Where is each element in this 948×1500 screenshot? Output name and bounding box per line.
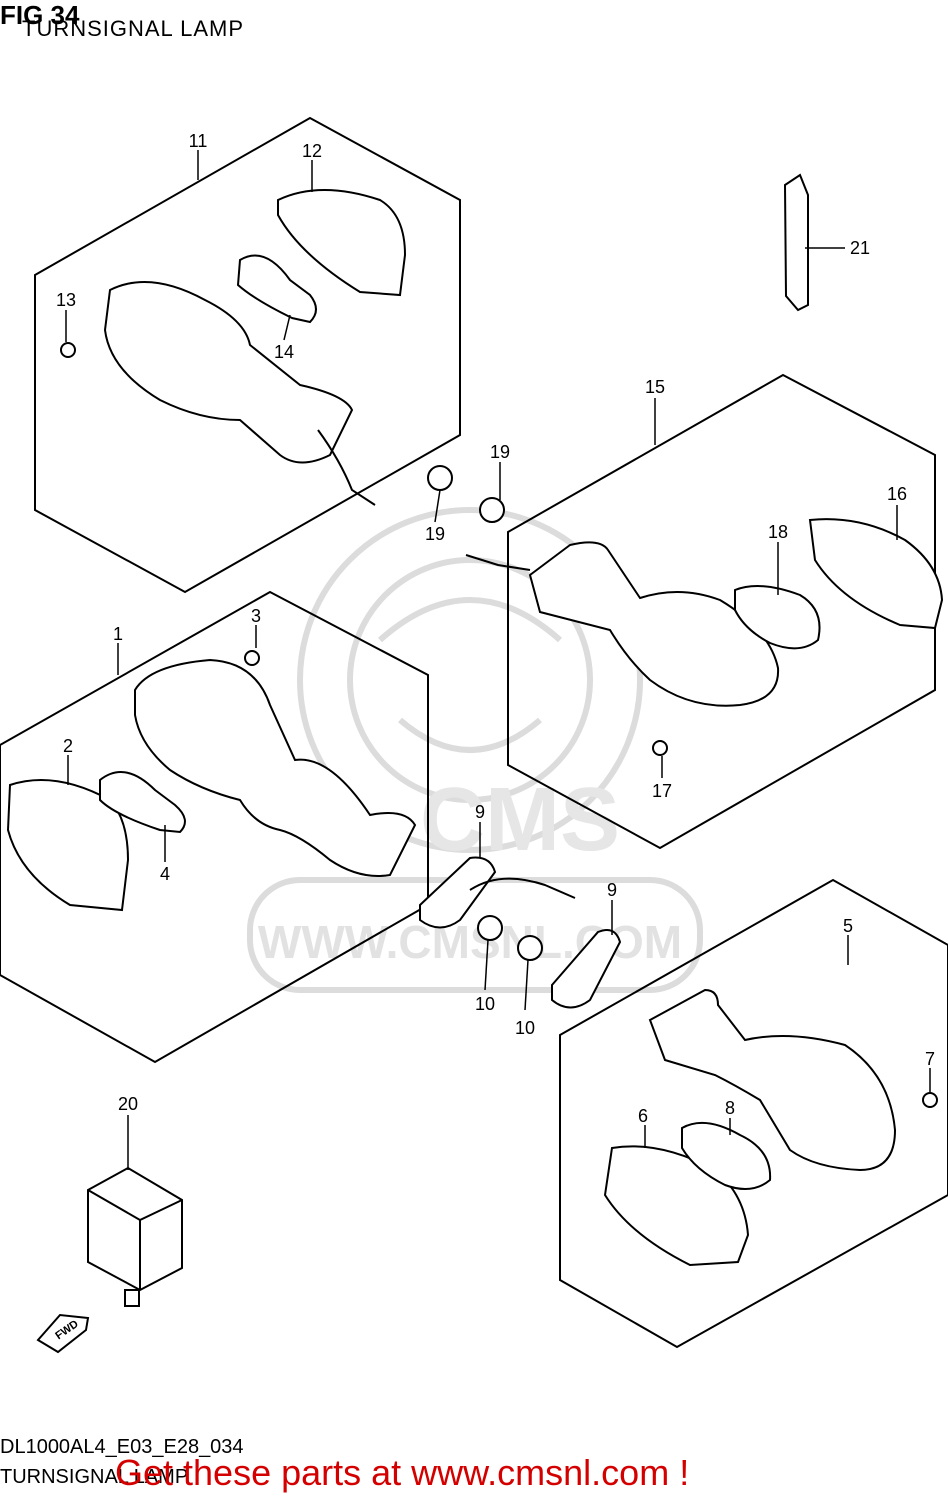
callout-13: 13 [56, 290, 76, 310]
relay-20 [87, 1166, 183, 1307]
callout-18: 18 [768, 522, 788, 542]
lamp-assembly-11 [60, 189, 407, 506]
screw-3 [244, 650, 260, 666]
callout-17: 17 [652, 781, 672, 801]
bulb-8 [681, 1121, 772, 1190]
callout-10-left: 10 [475, 994, 495, 1014]
callout-16: 16 [887, 484, 907, 504]
nut-19-right [479, 497, 505, 523]
callout-4: 4 [160, 864, 170, 884]
nut-10-right [517, 935, 543, 961]
bulb-14 [236, 254, 317, 324]
lamp-lens-2 [6, 779, 130, 912]
lamp-lens-16 [808, 518, 944, 630]
callout-8: 8 [725, 1098, 735, 1118]
callout-3: 3 [251, 606, 261, 626]
lamp-housing-1 [134, 658, 417, 877]
callout-1: 1 [113, 624, 123, 644]
bulb-18 [734, 585, 821, 650]
gasket-9-left [419, 856, 497, 929]
callout-21: 21 [850, 238, 870, 258]
bulb-4 [99, 771, 186, 834]
lamp-lens-12 [277, 189, 407, 297]
lamp-housing-11 [103, 281, 354, 464]
diagram-code: DL1000AL4_E03_E28_034 [0, 1436, 244, 1458]
callout-2: 2 [63, 736, 73, 756]
screw-13 [60, 342, 76, 358]
callout-7: 7 [925, 1049, 935, 1069]
screw-7 [922, 1092, 938, 1108]
figure-title: TURNSIGNAL LAMP [22, 16, 245, 41]
assembly-box-5 [559, 878, 948, 1349]
callout-9-left: 9 [475, 802, 485, 822]
assembly-box-15 [507, 373, 936, 850]
nut-19-left [427, 465, 453, 491]
callout-11: 11 [189, 131, 208, 151]
callout-10-right: 10 [515, 1018, 535, 1038]
wire-15 [465, 554, 531, 571]
lamp-housing-5 [648, 988, 897, 1172]
watermark-text: CMS [420, 770, 620, 870]
callout-19-left: 19 [425, 524, 445, 544]
figure-number: FIG 34 [0, 0, 80, 30]
callout-9-right: 9 [607, 880, 617, 900]
lamp-assembly-15 [465, 518, 944, 756]
footer-title: TURNSIGNAL LAMP [0, 1466, 189, 1488]
lamp-assembly-1 [6, 650, 417, 912]
gasket-9-right [551, 929, 622, 1009]
callout-6: 6 [638, 1106, 648, 1126]
callout-5: 5 [843, 916, 853, 936]
connector-wire [469, 877, 576, 899]
wire-11 [317, 429, 376, 506]
callout-19-right: 19 [490, 442, 510, 462]
assembly-box-11 [34, 116, 461, 594]
nut-10-left [477, 915, 503, 941]
lamp-housing-15 [528, 541, 780, 707]
callout-20: 20 [118, 1094, 138, 1114]
lamp-assembly-5 [603, 988, 938, 1267]
callout-14: 14 [274, 342, 294, 362]
cta-link[interactable]: Get these parts at www.cmsnl.com ! [115, 1452, 690, 1493]
callout-15: 15 [645, 377, 665, 397]
strap-21 [783, 173, 809, 312]
screw-17 [652, 740, 668, 756]
callout-12: 12 [302, 141, 322, 161]
fwd-arrow-icon: FWD [36, 1313, 90, 1354]
